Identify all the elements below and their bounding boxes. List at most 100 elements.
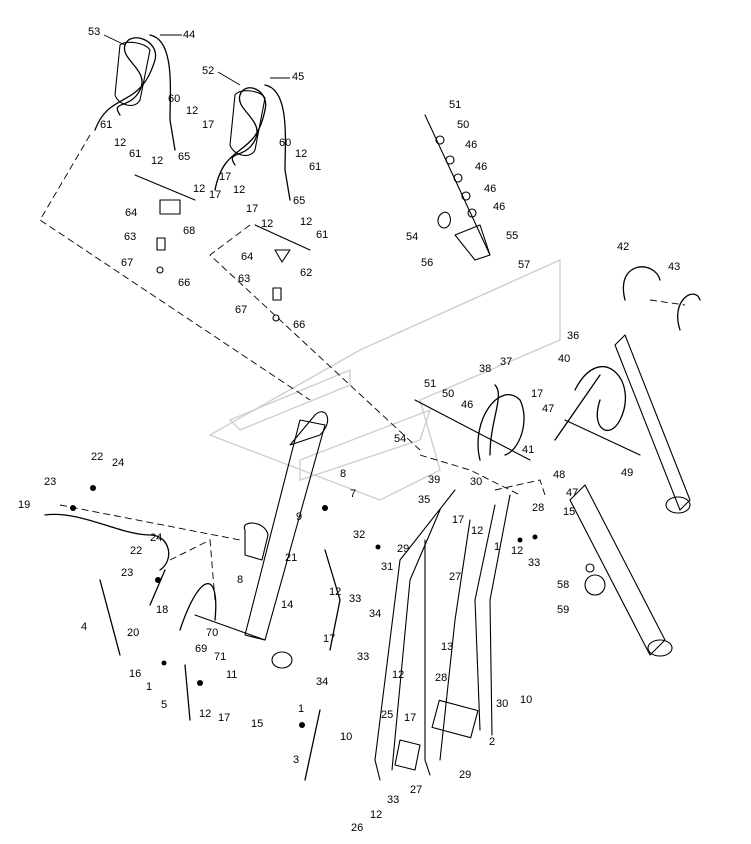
callout-50-b: 50	[442, 388, 454, 400]
svg-text:59: 59	[557, 604, 569, 616]
callout-35: 35	[418, 494, 430, 506]
callout-10: 10	[520, 694, 532, 706]
svg-text:54: 54	[406, 231, 418, 243]
svg-text:45: 45	[292, 71, 304, 83]
callout-30: 30	[470, 476, 482, 488]
steel-lines	[374, 384, 531, 781]
svg-text:23: 23	[44, 476, 56, 488]
callout-47: 47	[542, 403, 554, 415]
callout-12-i: 12	[471, 525, 483, 537]
callout-51-b: 51	[424, 378, 436, 390]
svg-text:19: 19	[18, 499, 30, 511]
svg-text:69: 69	[195, 643, 207, 655]
svg-text:29: 29	[397, 543, 409, 555]
callout-53: 53	[88, 26, 126, 46]
svg-text:38: 38	[479, 363, 491, 375]
callout-4: 4	[81, 621, 87, 633]
svg-text:58: 58	[557, 579, 569, 591]
callout-13: 13	[441, 641, 453, 653]
callout-48: 48	[553, 469, 565, 481]
callout-54-b: 54	[394, 433, 406, 445]
svg-text:24: 24	[112, 457, 124, 469]
svg-text:62: 62	[300, 267, 312, 279]
callout-15-b: 15	[251, 718, 263, 730]
callout-12-j: 12	[511, 545, 523, 557]
callout-46: 46	[465, 139, 477, 151]
lift-cylinder-right	[554, 266, 701, 657]
svg-text:21: 21	[285, 552, 297, 564]
callout-43: 43	[668, 261, 680, 273]
svg-text:18: 18	[156, 604, 168, 616]
callout-61-c: 61	[309, 161, 321, 173]
callout-71: 71	[214, 651, 226, 663]
valve-stack	[424, 114, 491, 261]
callout-12-h: 12	[300, 216, 312, 228]
svg-text:70: 70	[206, 627, 218, 639]
callout-27: 27	[449, 571, 461, 583]
svg-text:5: 5	[161, 699, 167, 711]
callout-32: 32	[353, 529, 365, 541]
callout-1: 1	[298, 703, 304, 715]
callout-12-f: 12	[233, 184, 245, 196]
callout-65: 65	[178, 151, 190, 163]
svg-text:46: 46	[465, 139, 477, 151]
svg-text:44: 44	[183, 29, 195, 41]
callout-33-c: 33	[357, 651, 369, 663]
callout-2: 2	[489, 736, 495, 748]
svg-text:15: 15	[563, 506, 575, 518]
callout-69: 69	[195, 643, 207, 655]
svg-text:56: 56	[421, 257, 433, 269]
callout-55: 55	[506, 230, 518, 242]
callout-67: 67	[121, 257, 133, 269]
callout-24: 24	[112, 457, 124, 469]
svg-text:39: 39	[428, 474, 440, 486]
svg-text:10: 10	[520, 694, 532, 706]
callout-17-f: 17	[452, 514, 464, 526]
callout-39: 39	[428, 474, 440, 486]
svg-text:28: 28	[532, 502, 544, 514]
svg-text:7: 7	[350, 488, 356, 500]
hose-assembly-44	[94, 34, 196, 274]
callout-12-k: 12	[329, 586, 341, 598]
svg-text:35: 35	[418, 494, 430, 506]
callout-36: 36	[567, 330, 579, 342]
svg-text:63: 63	[124, 231, 136, 243]
callout-40: 40	[558, 353, 570, 365]
svg-text:36: 36	[567, 330, 579, 342]
svg-text:4: 4	[81, 621, 87, 633]
callout-16: 16	[129, 668, 141, 680]
callout-17-e: 17	[531, 388, 543, 400]
callout-38: 38	[479, 363, 491, 375]
callouts: 53 44 52 45 61 60 12 17 65 68 64 63 67 6…	[18, 26, 680, 834]
svg-text:53: 53	[88, 26, 100, 38]
callout-49: 49	[621, 467, 633, 479]
svg-text:14: 14	[281, 599, 293, 611]
svg-text:64: 64	[125, 207, 137, 219]
callout-44: 44	[160, 29, 195, 41]
callout-17-h: 17	[404, 712, 416, 724]
callout-18: 18	[156, 604, 168, 616]
callout-51: 51	[449, 99, 461, 111]
svg-text:41: 41	[522, 444, 534, 456]
callout-56: 56	[421, 257, 433, 269]
callout-25: 25	[381, 709, 393, 721]
watermark-logo	[208, 258, 561, 501]
callout-52: 52	[202, 65, 241, 86]
svg-text:40: 40	[558, 353, 570, 365]
svg-text:20: 20	[127, 627, 139, 639]
svg-text:9: 9	[296, 511, 302, 523]
callout-23-b: 23	[121, 567, 133, 579]
callout-9: 9	[296, 511, 302, 523]
callout-12-l: 12	[392, 669, 404, 681]
callout-42: 42	[617, 241, 629, 253]
callout-46-b: 46	[475, 161, 487, 173]
callout-63: 63	[124, 231, 136, 243]
callout-5: 5	[161, 699, 167, 711]
callout-64: 64	[125, 207, 137, 219]
callout-60-b: 60	[279, 137, 291, 149]
callout-33-d: 33	[387, 794, 399, 806]
callout-23: 23	[44, 476, 56, 488]
callout-15: 15	[563, 506, 575, 518]
callout-17-g: 17	[323, 633, 335, 645]
